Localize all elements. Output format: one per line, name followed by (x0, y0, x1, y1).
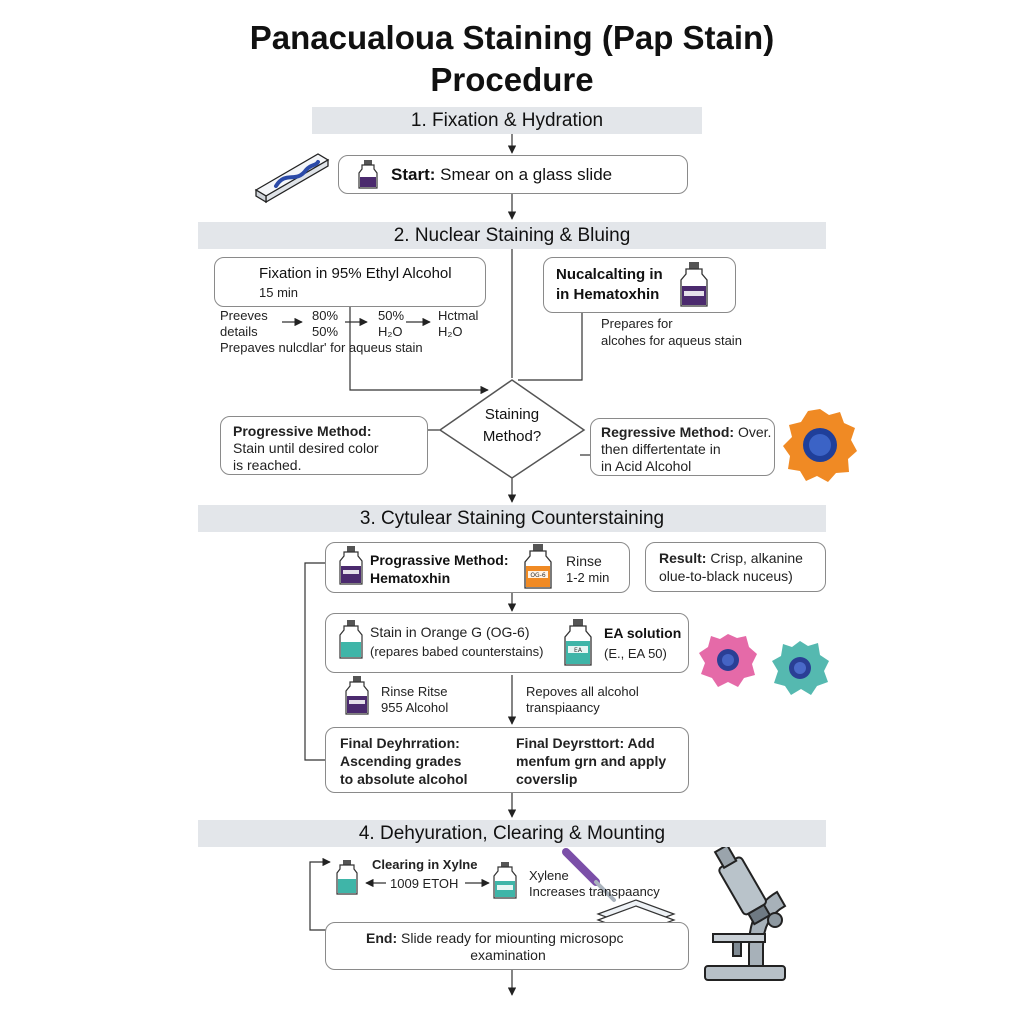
nuclear-note-line2: alcohes for aqueus stain (601, 333, 742, 348)
ea-sub: (E., EA 50) (604, 646, 667, 661)
end-line1: End: Slide ready for miounting microsopc (366, 930, 624, 946)
regressive-line3: in Acid Alcohol (601, 458, 692, 474)
ea-bottle-icon: EA (562, 619, 594, 672)
result-box: Result: Crisp, alkanine olue-to-black nu… (645, 542, 826, 592)
sec3-progressive-line1: Prograssive Method: (370, 552, 509, 568)
hydration-note: Prepaves nulcdlar' for aqueus stain (220, 340, 423, 355)
hematoxylin-bottle-icon (678, 262, 710, 313)
decision-line1: Staining (484, 406, 540, 423)
alcohol-bottle-icon (344, 676, 370, 721)
page-title-line2: Procedure (430, 61, 594, 98)
hydration-50b: 50% (378, 308, 405, 323)
section-header-nuclear: 2. Nuclear Staining & Bluing (198, 222, 826, 249)
nuclear-staining-box: Nucalcalting in in Hematoxhin (543, 257, 736, 313)
progressive-method-box: Progressive Method: Stain until desired … (220, 416, 428, 475)
hydration-80: 80% (312, 308, 339, 323)
rinse2-line1: Rinse Ritse (381, 684, 448, 699)
end-line2: examination (470, 947, 546, 963)
clearing-sub: 1009 ETOH (390, 876, 459, 891)
remove-note-line2: transpiaancy (526, 700, 600, 715)
bottle-icon (357, 160, 379, 195)
progressive-label: Progressive Method: (233, 423, 372, 439)
hydration-h2o-2: H₂O (438, 324, 463, 339)
regressive-method-box: Regressive Method: Over. then differtent… (590, 418, 775, 476)
sec3-rinse-time: 1-2 min (566, 570, 610, 585)
svg-text:OG-6: OG-6 (530, 572, 546, 579)
hydration-50a: 50% (312, 324, 339, 339)
section-header-cytoplasmic: 3. Cytulear Staining Counterstaining (198, 505, 826, 532)
og-bottle-icon (338, 620, 364, 665)
etoh-bottle-icon (335, 860, 359, 901)
result-line2: olue-to-black nuceus) (659, 568, 793, 584)
orange-g-ea-box: Stain in Orange G (OG-6) (repares babed … (325, 613, 689, 673)
xylene-note: Increases transpaancy (529, 884, 660, 899)
final-dehydration-box: Final Deyhrration: Ascending grades to a… (325, 727, 689, 793)
sec3-progressive-box: Prograssive Method: Hematoxhin OG-6 Rins… (325, 542, 630, 593)
nuclear-line1: Nucalcalting in (556, 266, 663, 283)
regressive-line2: then differtentate in (601, 441, 721, 457)
result-line1: Result: Crisp, alkanine (659, 550, 803, 566)
hematoxylin-bottle-icon (338, 546, 364, 591)
progressive-line2: is reached. (233, 457, 302, 473)
start-box: Start: Smear on a glass slide (338, 155, 688, 194)
final-left-line2: Ascending grades (340, 753, 462, 769)
nuclear-line2: in Hematoxhin (556, 286, 660, 303)
final-right-line2: menfum grn and apply (516, 753, 667, 769)
sec3-rinse: Rinse (566, 553, 602, 569)
fixation-time: 15 min (259, 285, 299, 300)
ea-title: EA solution (604, 625, 682, 641)
final-left-line1: Final Deyhrration: (340, 735, 460, 751)
orange-g-line2: (repares babed counterstains) (370, 644, 544, 659)
hydration-preserves: Preeves (220, 308, 268, 323)
xylene-label: Xylene (529, 868, 569, 883)
svg-text:EA: EA (574, 647, 583, 654)
section-header-mounting: 4. Dehyuration, Clearing & Mounting (198, 820, 826, 847)
hydration-h2o-1: H₂O (378, 324, 403, 339)
regressive-line1: Regressive Method: Over. (601, 424, 772, 440)
final-right-line3: coverslip (516, 771, 578, 787)
final-left-line3: to absolute alcohol (340, 771, 468, 787)
final-right-line1: Final Deyrsttort: Add (516, 735, 655, 751)
clearing-title: Clearing in Xylne (372, 857, 478, 872)
sec3-progressive-line2: Hematoxhin (370, 570, 451, 586)
remove-note-line1: Repoves all alcohol (526, 684, 639, 699)
start-text: Start: Smear on a glass slide (391, 165, 613, 184)
fixation-title: Fixation in 95% Ethyl Alcohol (259, 265, 452, 282)
section-header-fixation: 1. Fixation & Hydration (312, 107, 702, 134)
xylene-bottle-icon (492, 862, 518, 905)
rinse2-line2: 955 Alcohol (381, 700, 449, 715)
fixation-box: Fixation in 95% Ethyl Alcohol 15 min (214, 257, 486, 307)
hydration-hctmal: Hctmal (438, 308, 479, 323)
decision-line2: Method? (482, 428, 542, 445)
nuclear-note-line1: Prepares for (601, 316, 673, 331)
orange-g-line1: Stain in Orange G (OG-6) (370, 624, 530, 640)
progressive-line1: Stain until desired color (233, 440, 379, 456)
og6-bottle-icon: OG-6 (522, 544, 554, 595)
end-box: End: Slide ready for miounting microsopc… (325, 922, 689, 970)
page-title: Panacualoua Staining (Pap Stain) (249, 19, 775, 56)
hydration-details: details (220, 324, 258, 339)
